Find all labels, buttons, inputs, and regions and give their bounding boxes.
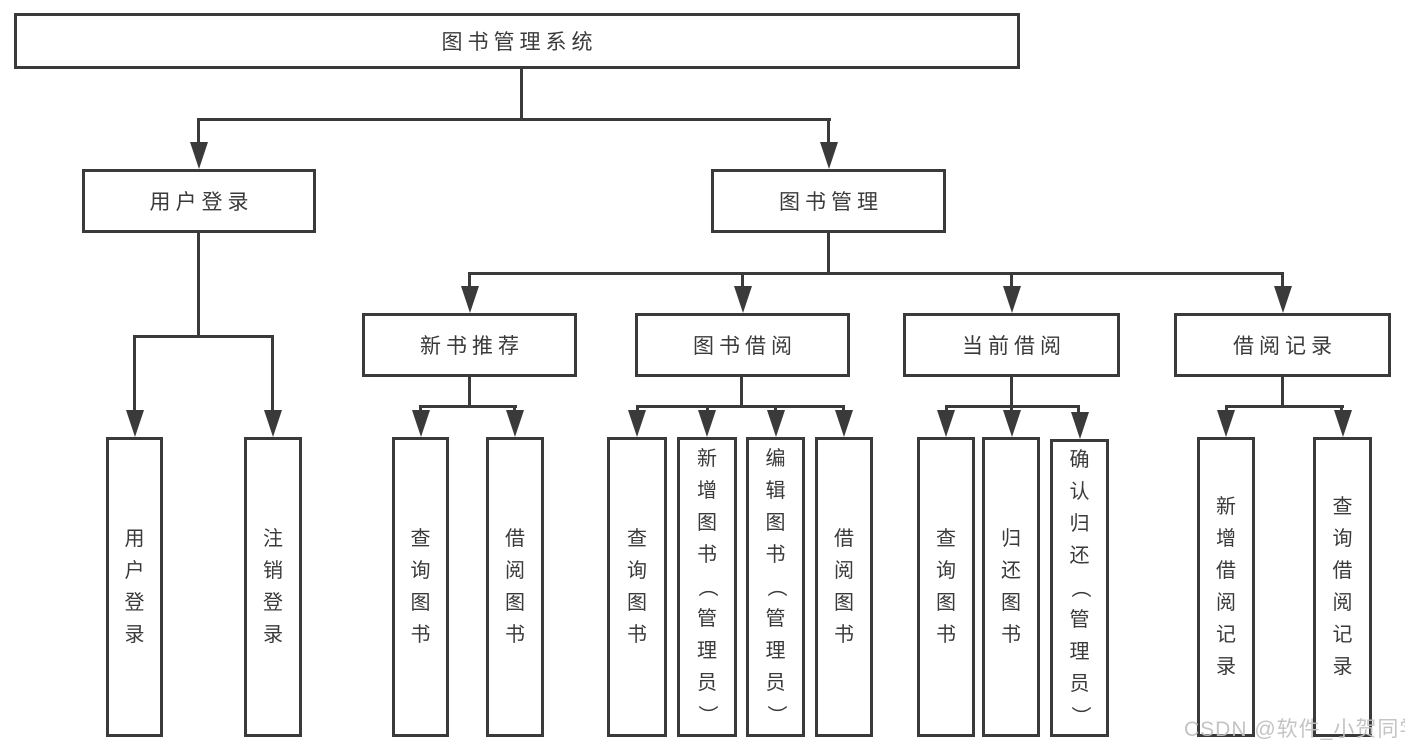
node-user-login: 用户登录 — [82, 169, 316, 233]
arrow-down-icon — [767, 410, 785, 437]
leaf-label: 查询借阅记录 — [1332, 496, 1353, 678]
node-borrowing-records: 借阅记录 — [1174, 313, 1391, 377]
leaf-borrowing-borrow-books: 借阅图书 — [815, 437, 873, 737]
leaf-label: 新增图书（管理员） — [696, 448, 718, 725]
connector-line — [468, 377, 471, 406]
connector-line — [419, 405, 422, 413]
leaf-label: 借阅图书 — [834, 528, 854, 646]
leaf-label: 新增借阅记录 — [1216, 496, 1236, 678]
csdn-watermark: CSDN @软件_小贺同学 — [1184, 718, 1405, 741]
connector-line — [1225, 405, 1344, 408]
arrow-down-icon — [190, 142, 208, 169]
arrow-down-icon — [461, 286, 479, 313]
connector-line — [636, 405, 845, 408]
leaf-label: 查询图书 — [936, 528, 956, 646]
arrow-down-icon — [698, 410, 716, 437]
connector-line — [468, 272, 1284, 275]
node-book-borrowing: 图书借阅 — [635, 313, 850, 377]
leaf-logout: 注销登录 — [244, 437, 302, 737]
connector-line — [740, 377, 743, 406]
connector-line — [197, 233, 200, 335]
node-root-system: 图书管理系统 — [14, 13, 1020, 69]
connector-line — [1010, 377, 1013, 406]
connector-line — [520, 69, 523, 118]
connector-line — [827, 233, 830, 273]
leaf-borrowing-add-books-admin: 新增图书（管理员） — [677, 437, 737, 737]
arrow-down-icon — [835, 410, 853, 437]
connector-line — [1281, 272, 1284, 288]
arrow-down-icon — [1334, 410, 1352, 437]
arrow-down-icon — [412, 410, 430, 437]
connector-line — [197, 118, 831, 121]
arrow-down-icon — [1003, 286, 1021, 313]
leaf-current-query-books: 查询图书 — [917, 437, 975, 737]
connector-line — [741, 272, 744, 288]
leaf-current-return-books: 归还图书 — [982, 437, 1040, 737]
connector-line — [133, 335, 136, 411]
leaf-borrowing-edit-books-admin: 编辑图书（管理员） — [746, 437, 805, 737]
connector-line — [468, 272, 471, 288]
arrow-down-icon — [264, 410, 282, 437]
connector-line — [842, 405, 845, 413]
leaf-label: 用户登录 — [124, 528, 145, 646]
connector-line — [945, 405, 948, 413]
leaf-current-confirm-return-admin: 确认归还（管理员） — [1050, 439, 1109, 737]
leaf-recommend-borrow-books: 借阅图书 — [486, 437, 544, 737]
leaf-label: 编辑图书（管理员） — [764, 448, 787, 725]
arrow-down-icon — [1274, 286, 1292, 313]
leaf-label: 注销登录 — [263, 528, 283, 646]
arrow-down-icon — [126, 410, 144, 437]
connector-line — [827, 118, 830, 146]
node-new-book-recommendation: 新书推荐 — [362, 313, 577, 377]
connector-line — [271, 335, 274, 411]
leaf-label: 确认归还（管理员） — [1068, 449, 1091, 726]
arrow-down-icon — [1217, 410, 1235, 437]
leaf-borrowing-query-books: 查询图书 — [607, 437, 667, 737]
connector-line — [1340, 405, 1343, 413]
connector-line — [1225, 405, 1228, 413]
arrow-down-icon — [628, 410, 646, 437]
leaf-label: 归还图书 — [1001, 528, 1021, 646]
connector-line — [1281, 377, 1284, 406]
connector-line — [513, 405, 516, 413]
arrow-down-icon — [1071, 412, 1089, 439]
node-book-management: 图书管理 — [711, 169, 946, 233]
connector-line — [197, 118, 200, 146]
node-current-borrowing: 当前借阅 — [903, 313, 1120, 377]
leaf-label: 借阅图书 — [505, 528, 525, 646]
connector-line — [636, 405, 639, 413]
arrow-down-icon — [820, 142, 838, 169]
leaf-user-login: 用户登录 — [106, 437, 163, 737]
connector-line — [774, 405, 777, 413]
leaf-recommend-query-books: 查询图书 — [392, 437, 449, 737]
leaf-label: 查询图书 — [410, 528, 431, 646]
connector-line — [706, 405, 709, 413]
connector-line — [1010, 405, 1013, 413]
arrow-down-icon — [937, 410, 955, 437]
connector-line — [133, 335, 274, 338]
arrow-down-icon — [1003, 410, 1021, 437]
connector-line — [1077, 405, 1080, 413]
arrow-down-icon — [734, 286, 752, 313]
arrow-down-icon — [506, 410, 524, 437]
connector-line — [1010, 272, 1013, 288]
leaf-records-query-borrow-record: 查询借阅记录 — [1313, 437, 1372, 737]
leaf-records-add-borrow-record: 新增借阅记录 — [1197, 437, 1255, 737]
leaf-label: 查询图书 — [627, 528, 647, 646]
connector-line — [419, 405, 517, 408]
